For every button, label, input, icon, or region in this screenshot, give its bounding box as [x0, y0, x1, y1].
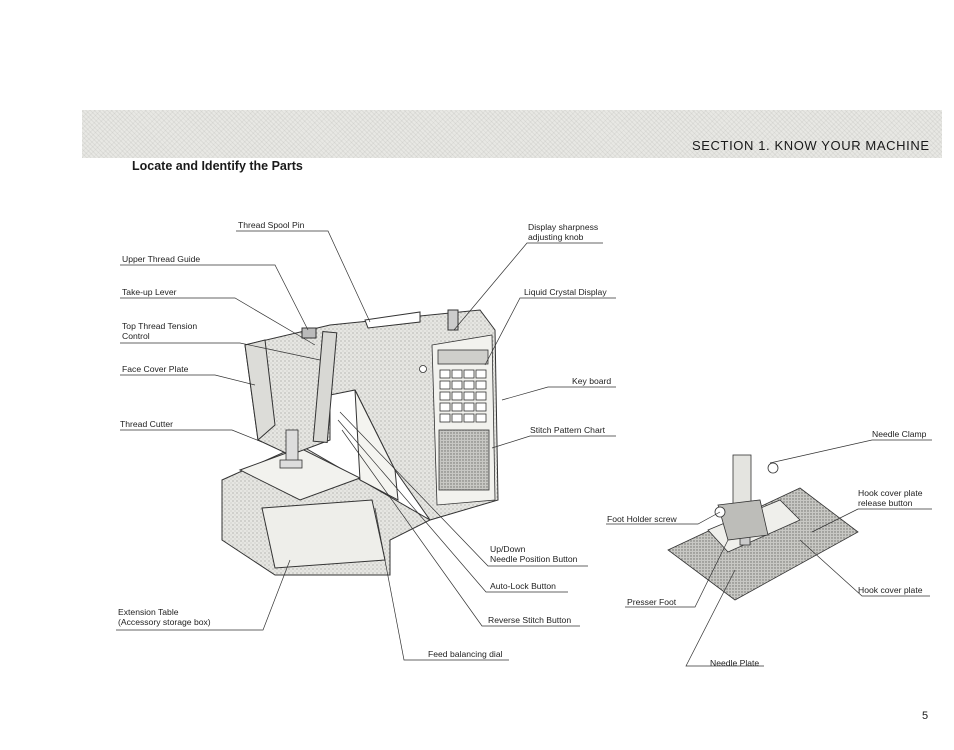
label-needle-plate: Needle Plate [710, 658, 760, 668]
page-number: 5 [922, 710, 929, 722]
label-up-down-line1: Up/Down [490, 544, 526, 554]
label-up-down-line2: Needle Position Button [490, 554, 578, 564]
label-hook-cover-plate: Hook cover plate [858, 585, 923, 595]
control-panel [419, 334, 496, 506]
label-foot-holder-screw: Foot Holder screw [607, 514, 677, 524]
label-upper-thread-guide: Upper Thread Guide [122, 254, 201, 264]
label-thread-cutter: Thread Cutter [120, 419, 174, 429]
label-up-down-needle: Up/Down Needle Position Button [490, 544, 577, 564]
label-top-thread-tension-line2: Control [122, 331, 150, 341]
label-thread-spool-pin: Thread Spool Pin [238, 220, 305, 230]
label-extension-table-line2: (Accessory storage box) [118, 617, 211, 627]
label-hook-cover-release: Hook cover plate release button [858, 488, 923, 508]
label-extension-table: Extension Table (Accessory storage box) [118, 607, 211, 627]
label-take-up-lever: Take-up Lever [122, 287, 177, 297]
label-extension-table-line1: Extension Table [118, 607, 179, 617]
label-needle-clamp: Needle Clamp [872, 429, 927, 439]
label-hook-cover-release-line2: release button [858, 498, 913, 508]
label-auto-lock-button: Auto-Lock Button [490, 581, 556, 591]
leader-lines [116, 230, 932, 667]
label-reverse-stitch-button: Reverse Stitch Button [488, 615, 572, 625]
presser-foot-detail [667, 454, 859, 601]
label-display-sharpness-line1: Display sharpness [528, 222, 599, 232]
label-presser-foot: Presser Foot [627, 597, 677, 607]
section-title: SECTION 1. KNOW YOUR MACHINE [692, 138, 930, 153]
label-key-board: Key board [572, 376, 612, 386]
label-display-sharpness-line2: adjusting knob [528, 232, 584, 242]
label-feed-balancing-dial: Feed balancing dial [428, 649, 503, 659]
label-top-thread-tension-line1: Top Thread Tension [122, 321, 198, 331]
label-top-thread-tension: Top Thread Tension Control [122, 321, 197, 341]
section-header-band [82, 110, 942, 158]
label-face-cover-plate: Face Cover Plate [122, 364, 189, 374]
label-stitch-pattern-chart: Stitch Pattern Chart [530, 425, 605, 435]
label-liquid-crystal-display: Liquid Crystal Display [524, 287, 607, 297]
label-hook-cover-release-line1: Hook cover plate [858, 488, 923, 498]
page-heading: Locate and Identify the Parts [132, 159, 303, 173]
needle-area [279, 429, 303, 469]
label-display-sharpness: Display sharpness adjusting knob [528, 222, 598, 242]
machine-base [221, 444, 432, 576]
